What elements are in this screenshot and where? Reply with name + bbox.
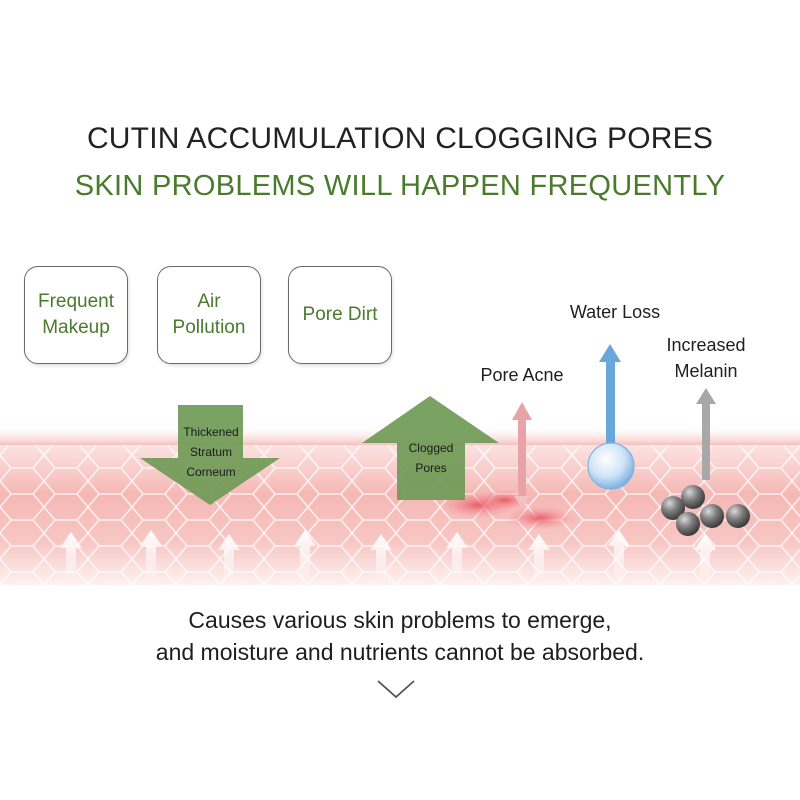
- cause-label: Frequent Makeup: [37, 291, 115, 338]
- moisture-arrow: [60, 532, 82, 578]
- moisture-arrow: [446, 532, 468, 578]
- pore-acne-label: Pore Acne: [480, 365, 564, 385]
- cause-air-pollution: Air Pollution: [157, 266, 261, 364]
- caption-text: Causes various skin problems to emerge, …: [155, 607, 645, 665]
- clogged-pores-label: Clogged Pores: [408, 441, 454, 475]
- melanin-particles: [661, 485, 750, 536]
- cause-label: Air Pollution: [172, 291, 246, 338]
- moisture-arrow: [528, 534, 550, 578]
- moisture-arrows: [60, 530, 716, 578]
- subtitle: SKIN PROBLEMS WILL HAPPEN FREQUENTLY: [74, 170, 726, 202]
- water-loss-label: Water Loss: [569, 302, 661, 322]
- pore-acne-arrow: [512, 402, 532, 508]
- down-arrow-thickened-stratum-corneum: [140, 405, 280, 505]
- cause-pore-dirt: Pore Dirt: [288, 266, 392, 364]
- moisture-arrow: [370, 534, 392, 578]
- acne-spot: [504, 506, 576, 530]
- moisture-arrow: [218, 534, 240, 578]
- moisture-arrow: [608, 530, 630, 578]
- up-arrow-clogged-pores: [362, 396, 499, 500]
- water-droplet: [587, 442, 635, 490]
- cause-label: Pore Dirt: [302, 304, 378, 325]
- melanin-arrow: [696, 388, 716, 480]
- moisture-arrow: [694, 534, 716, 578]
- chevron-down-icon: [377, 680, 415, 699]
- main-title: CUTIN ACCUMULATION CLOGGING PORES: [86, 122, 714, 155]
- moisture-arrow: [294, 530, 316, 578]
- increased-melanin-label: Increased Melanin: [666, 335, 746, 381]
- cause-frequent-makeup: Frequent Makeup: [24, 266, 128, 364]
- thickened-stratum-corneum-label: Thickened Stratum Corneum: [183, 425, 239, 479]
- moisture-arrow: [140, 530, 162, 578]
- water-loss-arrow: [587, 344, 635, 490]
